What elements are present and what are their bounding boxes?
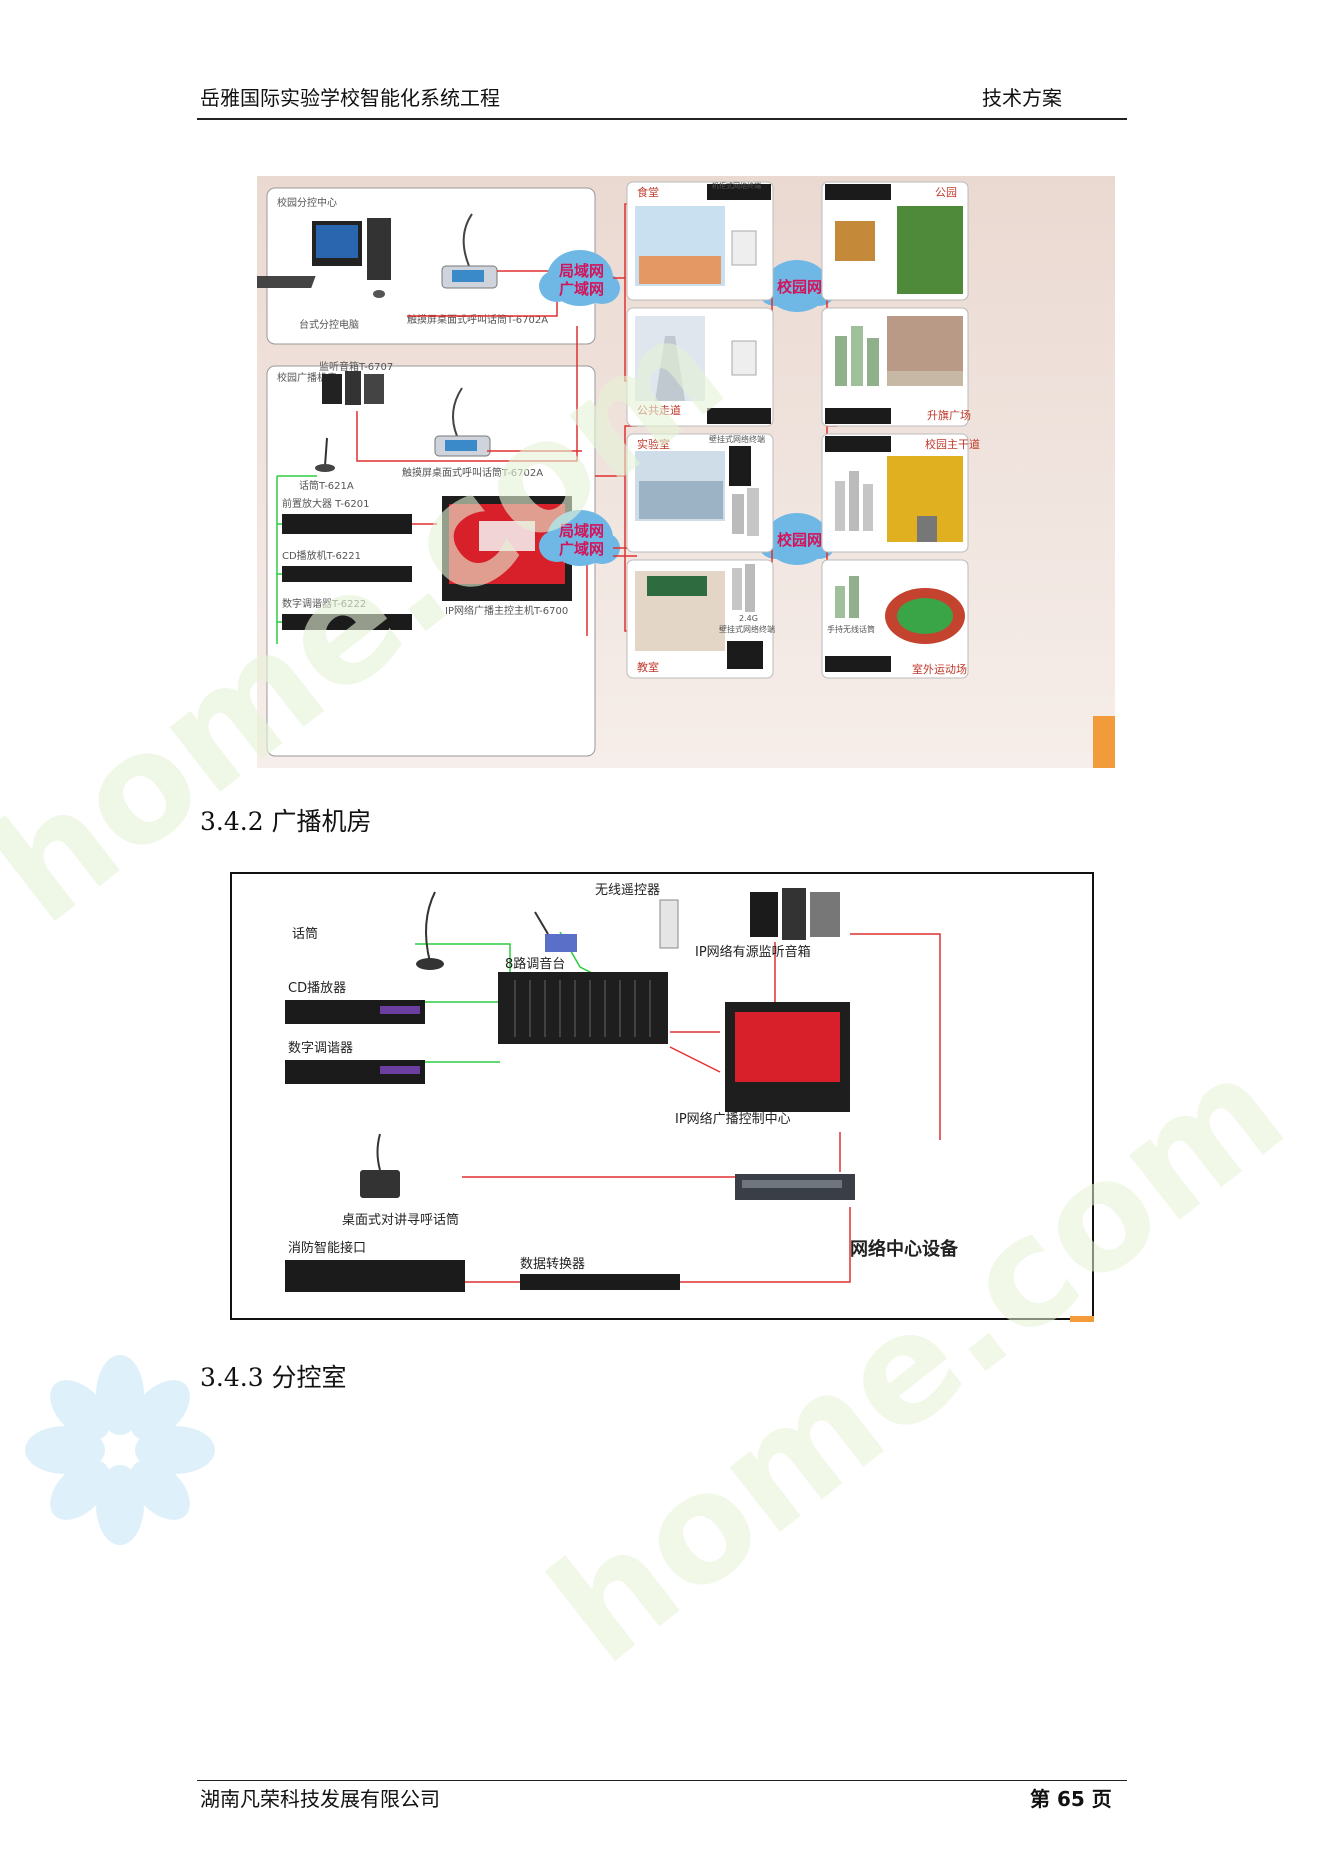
header-title: 岳雅国际实验学校智能化系统工程 — [200, 86, 500, 110]
campus-broadcast-topology-diagram: 校园分控中心 校园广播机房 台式分控电脑 触摸屏桌面式呼叫话筒T-6702A 监… — [246, 176, 1115, 768]
header-rule — [197, 118, 1127, 120]
preamp-device — [282, 514, 412, 534]
footer-page-number: 第 65 页 — [1030, 1787, 1112, 1811]
gooseneck-mic-icon — [416, 891, 444, 970]
zone-canteen: 食堂 — [626, 181, 774, 301]
switch-ports — [742, 1180, 842, 1188]
cloud-wan-2-line2: 广域网 — [559, 540, 604, 558]
cloud-campus-2: 校园网 — [759, 513, 835, 565]
zone-field-wireless-mic: 手持无线话筒 — [827, 624, 875, 634]
cloud-wan-1-line2: 广域网 — [559, 280, 604, 298]
zone-sports-field: 室外运动场 手持无线话筒 — [821, 559, 969, 679]
zone-lab-wall-terminal: 壁挂式网络终端 — [709, 434, 765, 444]
zone-field-label: 室外运动场 — [912, 662, 967, 676]
cloud-wan-1-line1: 局域网 — [558, 262, 604, 280]
zone-classroom-terminal: 壁挂式网络终端 — [719, 624, 775, 634]
touch-mic-1-label: 触摸屏桌面式呼叫话筒T-6702A — [407, 313, 548, 326]
active-speaker-label: IP网络有源监听音箱 — [695, 944, 811, 960]
zone-classroom: 教室 2.4G 壁挂式网络终端 — [626, 559, 775, 679]
mixer-device — [498, 972, 668, 1044]
cloud-campus-2-label: 校园网 — [777, 531, 822, 549]
zone-park: 公园 — [821, 181, 969, 301]
green-links — [276, 475, 317, 644]
mic-label: 话筒T-621A — [299, 479, 354, 492]
broadcast-room-diagram: 话筒 无线遥控器 IP网络有源监听音箱 CD播放器 数字调谐器 8路调音台 IP… — [230, 872, 1096, 1322]
zone-classroom-label: 教室 — [637, 660, 659, 674]
control-center-screen — [735, 1012, 840, 1082]
zone-road-label: 校园主干道 — [925, 437, 980, 451]
wireless-remote-label: 无线遥控器 — [595, 883, 660, 898]
monitor-speaker-label: 监听音箱T-6707 — [319, 360, 393, 373]
data-converter-label: 数据转换器 — [520, 1257, 585, 1272]
touch-mic-icon-2 — [434, 387, 491, 457]
rack-terminal-label: 机柜式网络终端 — [712, 181, 761, 190]
cloud-campus-1-label: 校园网 — [777, 278, 822, 296]
tuner-device — [282, 614, 412, 630]
desktop-pc-label: 台式分控电脑 — [299, 318, 359, 331]
cd-player-device — [282, 566, 412, 582]
cd-display — [380, 1006, 420, 1014]
zone-lab-label: 实验室 — [637, 437, 670, 451]
tuner-label: 数字调谐器T-6222 — [282, 597, 366, 610]
cloud-wan-1: 局域网 广域网 — [539, 250, 620, 306]
desk-talkback-label: 桌面式对讲寻呼话筒 — [342, 1212, 459, 1228]
host-label: IP网络广播主控主机T-6700 — [445, 604, 568, 617]
wireless-remote-icon — [534, 899, 679, 952]
data-converter-device — [520, 1274, 680, 1290]
panel-branch-center-label: 校园分控中心 — [277, 196, 337, 209]
active-speaker-icon — [750, 888, 840, 940]
orange-corner — [1093, 716, 1115, 768]
zone-park-label: 公园 — [935, 186, 957, 199]
cloud-wan-2: 局域网 广域网 — [539, 510, 620, 566]
mixer-label: 8路调音台 — [505, 956, 565, 972]
zone-classroom-24g: 2.4G — [739, 614, 758, 623]
touch-mic-icon-1 — [441, 213, 498, 289]
network-center-label: 网络中心设备 — [850, 1238, 959, 1260]
zone-main-road: 校园主干道 — [821, 433, 980, 553]
orange-edge — [1070, 1316, 1094, 1322]
tuner-display — [380, 1066, 420, 1074]
watermark-flower-icon — [20, 1350, 220, 1550]
control-center-label: IP网络广播控制中心 — [675, 1111, 791, 1127]
cd-player-label: CD播放机T-6221 — [282, 549, 361, 562]
mic-icon — [315, 437, 335, 472]
zone-flag-label: 升旗广场 — [927, 408, 971, 422]
zone-lab: 实验室 壁挂式网络终端 — [626, 433, 774, 553]
section-heading-342: 3.4.2 广播机房 — [200, 807, 372, 836]
cd-player-label: CD播放器 — [288, 981, 346, 996]
touch-mic-2-label: 触摸屏桌面式呼叫话筒T-6702A — [402, 466, 543, 479]
monitor-speaker-icon — [322, 371, 384, 405]
zone-corridor: 公共走道 — [626, 307, 774, 427]
footer-rule — [197, 1780, 1127, 1781]
mixer-faders — [514, 980, 651, 1037]
zone-flag-square: 升旗广场 — [821, 307, 971, 427]
header-doc-type: 技术方案 — [982, 86, 1062, 110]
fire-interface-device — [285, 1260, 465, 1292]
section-heading-343: 3.4.3 分控室 — [200, 1363, 347, 1392]
desk-talkback-icon — [360, 1133, 400, 1198]
zone-canteen-label: 食堂 — [637, 185, 659, 199]
desktop-pc-icon — [246, 218, 391, 298]
footer-company: 湖南凡荣科技发展有限公司 — [200, 1787, 440, 1811]
mic-label: 话筒 — [292, 926, 318, 942]
tuner-label: 数字调谐器 — [288, 1041, 353, 1056]
fire-interface-label: 消防智能接口 — [288, 1240, 366, 1256]
zone-corridor-label: 公共走道 — [637, 403, 681, 417]
cloud-wan-2-line1: 局域网 — [558, 522, 604, 540]
preamp-label: 前置放大器 T-6201 — [282, 497, 369, 510]
